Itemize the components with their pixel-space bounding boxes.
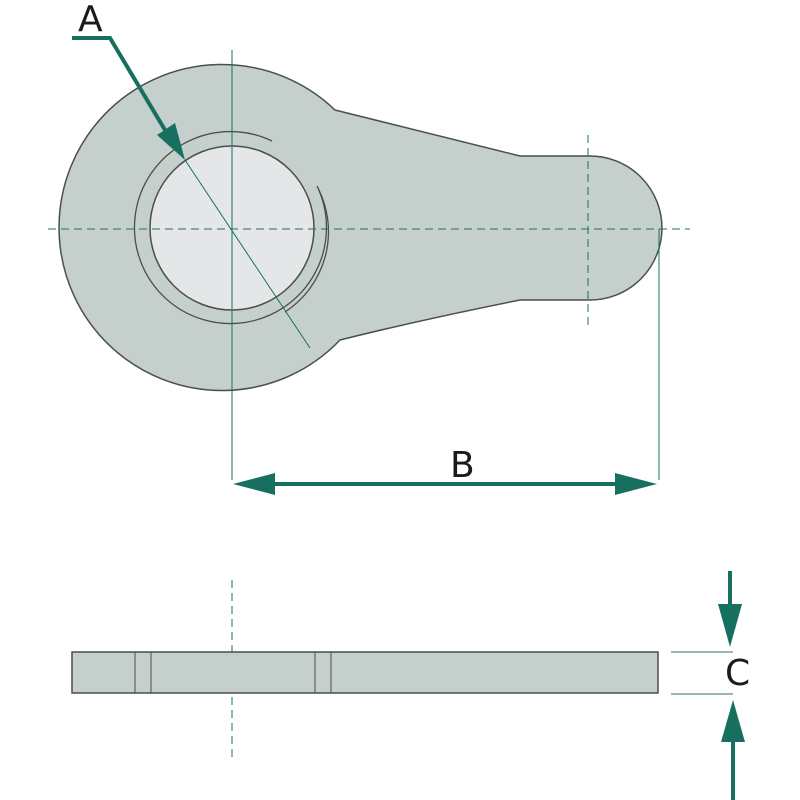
label-c: C bbox=[725, 653, 751, 694]
leader-a bbox=[72, 36, 167, 132]
arrow-c-top-head bbox=[718, 604, 742, 647]
diameter-line bbox=[184, 159, 311, 349]
arrow-a-head bbox=[157, 123, 185, 160]
ring-arc bbox=[133, 130, 328, 325]
ring-arc-2 bbox=[284, 187, 330, 313]
arrow-b-left bbox=[233, 473, 275, 495]
label-a: A bbox=[78, 0, 103, 40]
label-b: B bbox=[450, 445, 475, 486]
arrow-c-bottom-head bbox=[721, 700, 745, 742]
arrow-b-right bbox=[615, 473, 657, 495]
lever-top-view bbox=[58, 63, 663, 392]
lever-side-view bbox=[71, 651, 659, 694]
